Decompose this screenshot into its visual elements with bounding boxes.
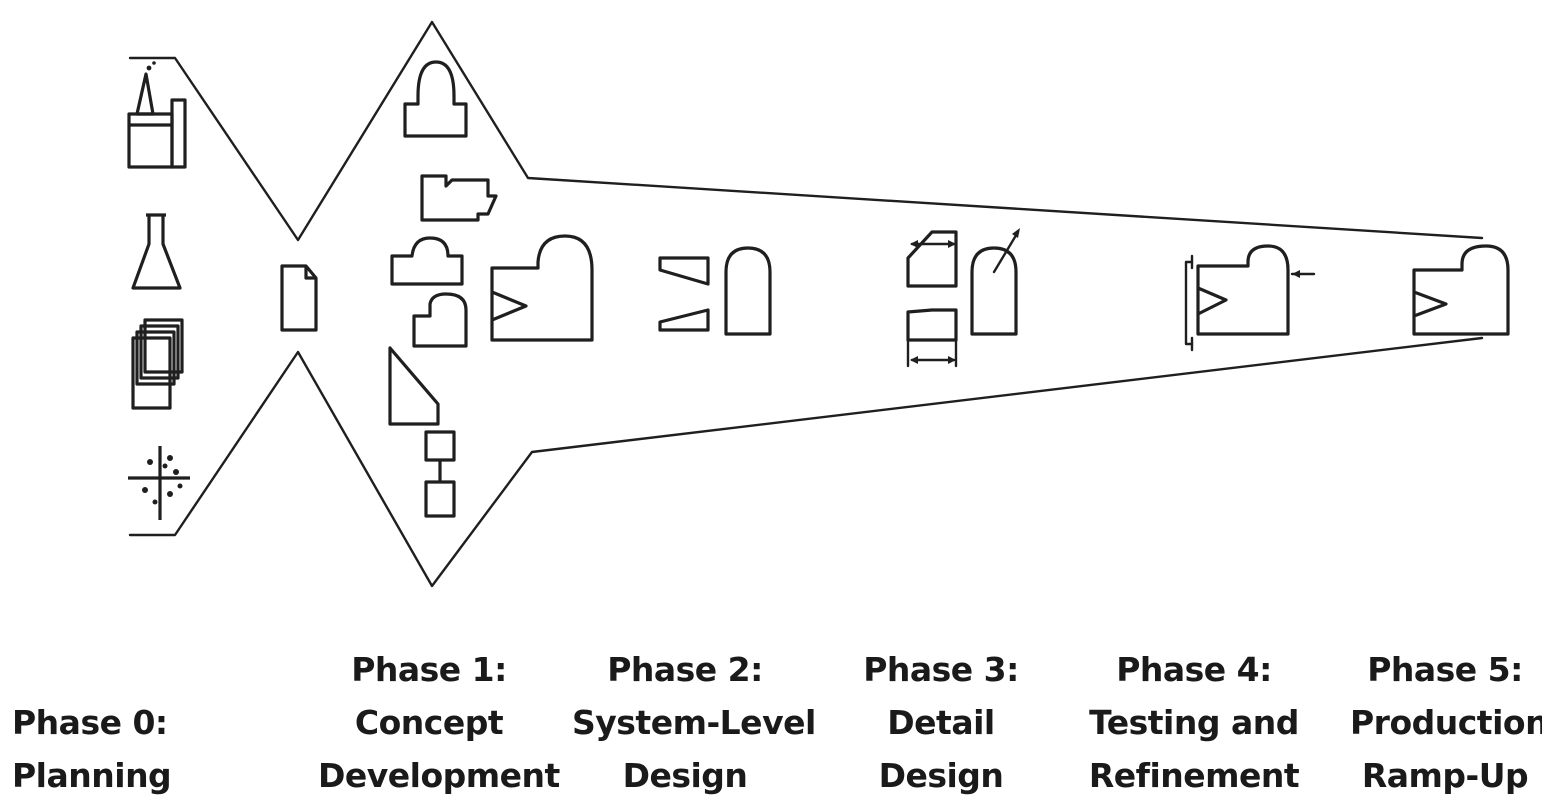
- phase-1-line2: Concept: [354, 703, 504, 742]
- documents-stack-icon: [131, 318, 184, 410]
- mission-statement-document-icon: [280, 264, 318, 332]
- phase-0-label: Phase 0: Planning: [12, 643, 172, 802]
- production-product-icon: [1412, 244, 1510, 336]
- phase-1-line1: Phase 1:: [351, 650, 507, 689]
- phase-4-line1: Phase 4:: [1116, 650, 1272, 689]
- prototype-test-icon: [1184, 244, 1316, 352]
- phase-0-line3: Planning: [12, 756, 172, 795]
- phase-0-line2: Phase 0:: [12, 703, 168, 742]
- phase-3-line2: Detail: [887, 703, 995, 742]
- phase-0-line1: [12, 643, 162, 696]
- phase-5-line3: Ramp-Up: [1361, 756, 1529, 795]
- scatter-plot-icon: [128, 446, 190, 520]
- phase-4-line3: Refinement: [1088, 756, 1300, 795]
- phase-2-line3: Design: [622, 756, 748, 795]
- factory-icon: [127, 61, 187, 169]
- phase-3-line1: Phase 3:: [863, 650, 1019, 689]
- phase-1-label: Phase 1: Concept Development: [318, 643, 560, 802]
- product-development-funnel-diagram: [127, 20, 1510, 588]
- concept-sketch-icon: [388, 60, 498, 518]
- phase-2-line1: Phase 2:: [607, 650, 763, 689]
- phase-2-line2: System-Level: [572, 703, 816, 742]
- phase-3-line3: Design: [878, 756, 1004, 795]
- phase-5-line1: Phase 5:: [1367, 650, 1523, 689]
- phase-4-line2: Testing and: [1089, 703, 1299, 742]
- flask-icon: [131, 213, 182, 290]
- system-architecture-icon: [490, 234, 594, 342]
- phase-2-label: Phase 2: System-Level Design: [572, 643, 816, 802]
- detail-drawing-icon: [906, 228, 1020, 368]
- phase-4-label: Phase 4: Testing and Refinement: [1088, 643, 1300, 802]
- phase-1-line3: Development: [318, 756, 560, 795]
- phase-5-label: Phase 5: Production Ramp-Up: [1350, 643, 1542, 802]
- funnel-outline: [128, 20, 1484, 588]
- phase-3-label: Phase 3: Detail Design: [850, 643, 1032, 802]
- system-architecture-icon: [658, 246, 772, 336]
- phase-5-line2: Production: [1350, 703, 1542, 742]
